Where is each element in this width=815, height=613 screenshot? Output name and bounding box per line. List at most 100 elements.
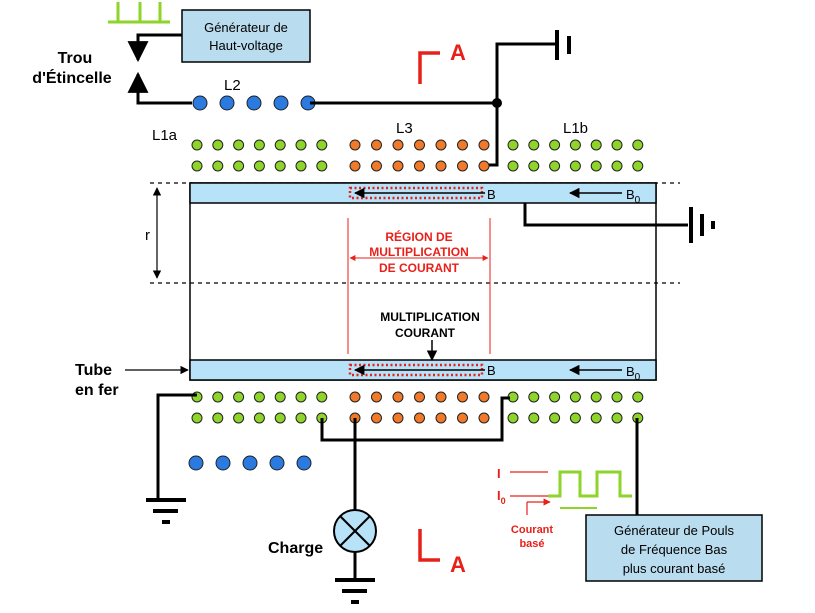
field-b0-top: B0	[626, 187, 641, 206]
coil-turn-l1b	[611, 139, 623, 151]
coil-turn-l3	[392, 391, 404, 403]
tube-ground-wiring	[523, 203, 715, 243]
coil-turn-l1a	[191, 160, 203, 172]
coil-turn-l1b	[528, 391, 540, 403]
region-bounds	[347, 218, 491, 354]
coil-turn-l1a	[191, 139, 203, 151]
coil-turn-l1a	[233, 160, 245, 172]
coil-turn-l1a	[253, 412, 265, 424]
coil-turn-l3	[435, 391, 447, 403]
coil-turn-l3	[349, 139, 361, 151]
coil-turn-l3	[478, 160, 490, 172]
current-label-i0: I0	[497, 488, 506, 506]
coil-turn-l1b	[549, 412, 561, 424]
pulse-generator-line1: Générateur de Pouls	[614, 523, 734, 538]
coil-turn-l1b	[569, 412, 581, 424]
pulse-generator-line3: plus courant basé	[623, 561, 726, 576]
coil-turn-l2	[215, 455, 231, 471]
coil-turn-l3	[457, 391, 468, 403]
coil-turn-l3	[457, 160, 468, 172]
coil-turn-l1a	[253, 139, 265, 151]
coil-windings-bottom	[191, 391, 644, 424]
base-current-line2: basé	[519, 538, 544, 550]
spark-gap-wiring	[127, 33, 192, 105]
coil-turn-l1b	[590, 139, 602, 151]
coil-turn-l3	[414, 412, 425, 424]
coil-turn-l1a	[295, 412, 307, 424]
coil-turn-l1b	[590, 412, 602, 424]
coil-turn-l1b	[507, 160, 519, 172]
coil-turn-l2	[246, 95, 262, 111]
coil-turn-l1a	[316, 160, 328, 172]
section-label-top: A	[450, 40, 466, 65]
coil-turn-l1b	[632, 160, 644, 172]
coil-turn-l2	[192, 95, 208, 111]
coil-turn-l3	[371, 139, 382, 151]
coil-turn-l1b	[549, 391, 561, 403]
coil-label-l1a: L1a	[152, 127, 178, 144]
iron-tube-line2: en fer	[75, 382, 119, 399]
coil-turn-l3	[457, 139, 468, 151]
ground-icon	[545, 30, 571, 60]
field-b0-bottom: B0	[626, 364, 641, 383]
coil-turn-l3	[478, 412, 490, 424]
coil-turn-l1a	[253, 160, 265, 172]
coil-l2-top	[192, 95, 316, 111]
coil-turn-l3	[349, 391, 361, 403]
coil-turn-l3	[371, 412, 382, 424]
coil-turn-l1a	[316, 391, 328, 403]
coil-turn-l2	[219, 95, 235, 111]
coil-turn-l2	[296, 455, 312, 471]
ground-icon-bottom-left	[146, 498, 186, 524]
coil-turn-l1a	[191, 412, 203, 424]
coil-turn-l1b	[611, 160, 623, 172]
bottom-wiring	[156, 393, 639, 578]
coil-turn-l1a	[233, 391, 245, 403]
coil-turn-l3	[392, 412, 404, 424]
coil-turn-l1a	[212, 139, 224, 151]
pulse-generator-box: Générateur de Pouls de Fréquence Bas plu…	[585, 514, 763, 582]
coil-turn-l1a	[212, 412, 224, 424]
coil-turn-l1a	[253, 391, 265, 403]
coil-turn-l1a	[295, 139, 307, 151]
coil-turn-l1a	[274, 160, 286, 172]
radius-label: r	[145, 227, 150, 244]
coil-turn-l3	[414, 160, 425, 172]
coil-turn-l1a	[212, 160, 224, 172]
spark-gap-line1: Trou	[58, 50, 93, 67]
tube-outline	[189, 182, 657, 381]
coil-l2-bottom	[188, 455, 312, 471]
coil-turn-l1a	[212, 391, 224, 403]
coil-turn-l3	[392, 139, 404, 151]
coil-turn-l1a	[274, 391, 286, 403]
current-levels	[510, 471, 548, 497]
base-current-line1: Courant	[511, 524, 554, 536]
section-marker-bottom	[418, 529, 440, 562]
coil-turn-l1a	[295, 391, 307, 403]
coil-turn-l1a	[274, 412, 286, 424]
field-b-top: B	[487, 187, 496, 202]
coil-turn-l1b	[611, 391, 623, 403]
coil-turn-l1b	[549, 160, 561, 172]
coil-turn-l3	[371, 391, 382, 403]
coil-turn-l1b	[611, 412, 623, 424]
coil-label-l3: L3	[396, 120, 413, 137]
coil-turn-l1b	[569, 139, 581, 151]
iron-tube-line1: Tube	[75, 362, 112, 379]
coil-turn-l1a	[316, 139, 328, 151]
multiplication-line2: COURANT	[395, 326, 456, 340]
coil-turn-l3	[435, 139, 447, 151]
coil-windings-top	[191, 139, 644, 172]
coil-turn-l1b	[569, 391, 581, 403]
coil-turn-l1b	[569, 160, 581, 172]
coil-turn-l1b	[528, 160, 540, 172]
coil-turn-l3	[414, 391, 425, 403]
multiplication-line1: MULTIPLICATION	[380, 310, 480, 324]
pulse-generator-line2: de Fréquence Bas	[621, 542, 728, 557]
lamp-icon	[333, 509, 377, 553]
coil-turn-l3	[435, 412, 447, 424]
section-label-bottom: A	[450, 552, 466, 577]
spark-gap-line2: d'Étincelle	[32, 68, 111, 87]
coil-turn-l3	[392, 160, 404, 172]
